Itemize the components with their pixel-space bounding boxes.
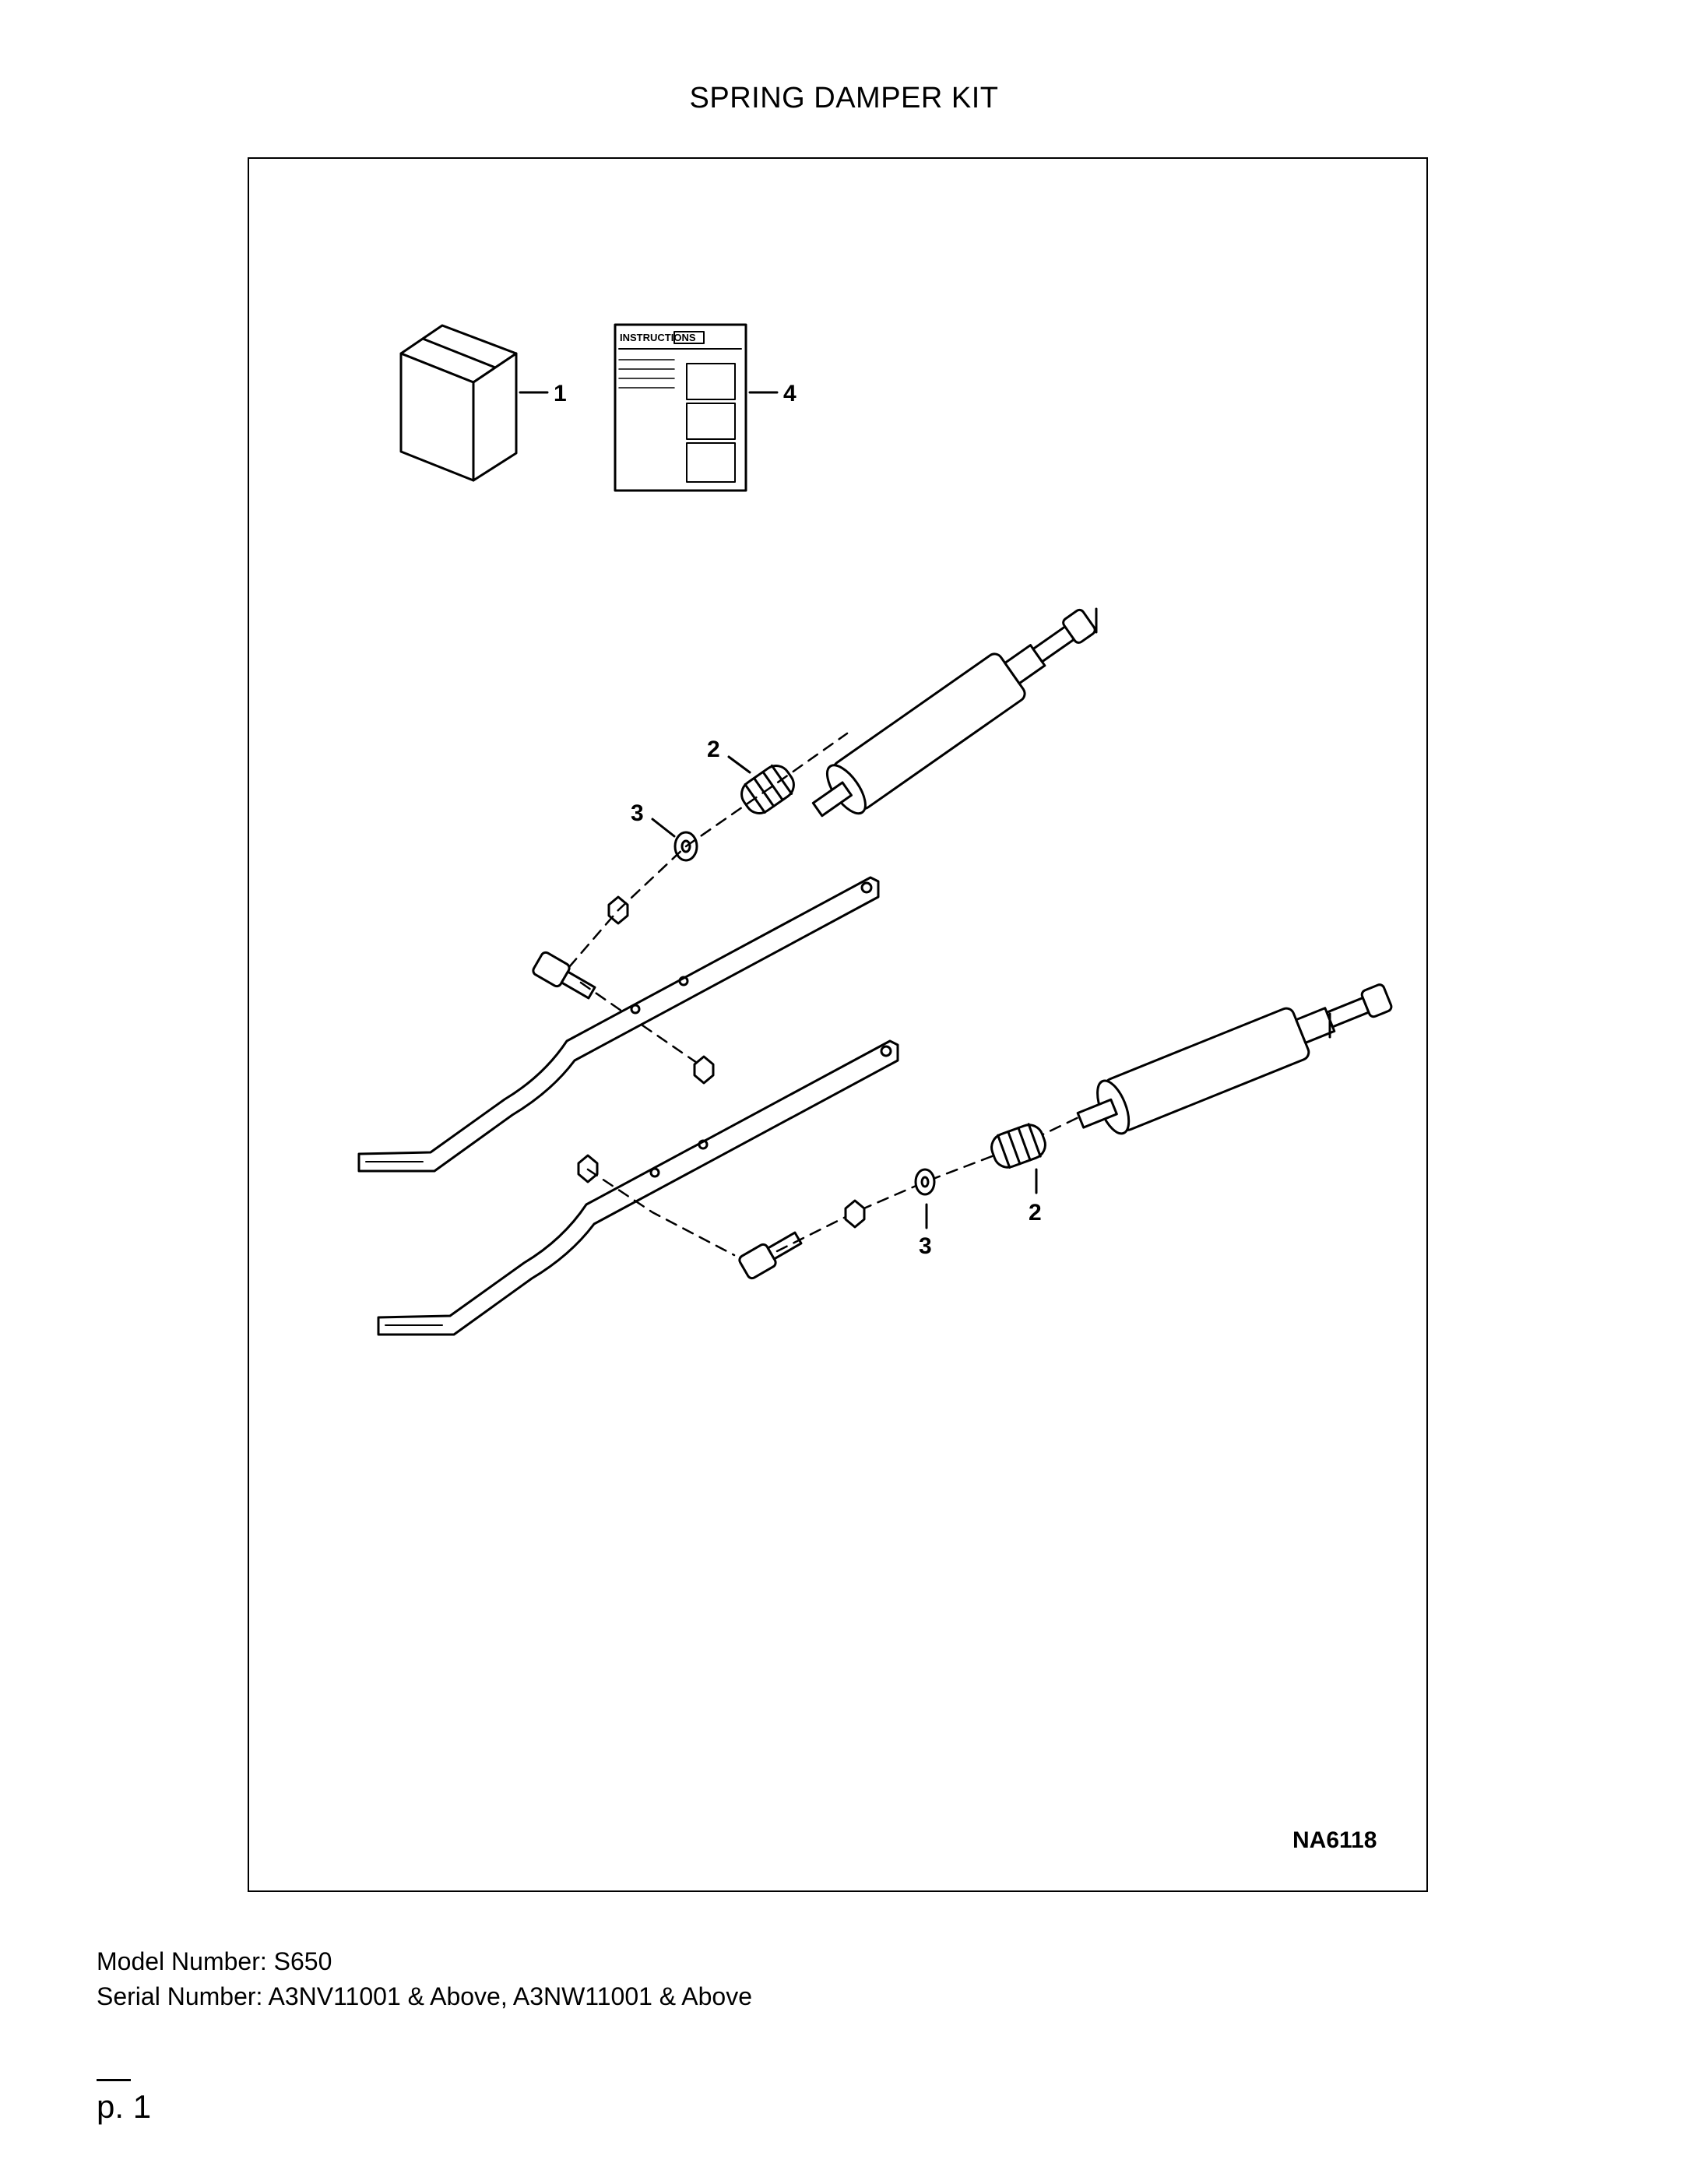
callout-2-lower: 2 [1029,1200,1042,1226]
callout-3-upper: 3 [631,800,644,826]
figure-id: NA6118 [1292,1827,1377,1853]
figure-frame [248,157,1428,1892]
upper-rod-end-icon [532,951,596,1000]
instructions-sheet-text: INSTRUCTIONS [620,332,696,343]
upper-damper-cylinder-icon [811,608,1096,818]
callout-1: 1 [554,381,567,406]
upper-link-bar-icon [357,876,880,1173]
upper-lower-nut-icon [693,1055,715,1085]
instructions-sheet-icon [614,323,747,492]
lower-link-bar-icon [377,1039,899,1336]
box-part-icon [399,324,518,482]
serial-number: Serial Number: A3NV11001 & Above, A3NW11… [97,1982,752,2010]
model-number: Model Number: S650 [97,1947,332,1975]
callout-2-upper: 2 [707,737,720,762]
lower-damper-cylinder-icon [1076,983,1393,1135]
callout-3-lower: 3 [919,1233,932,1259]
lower-washer-icon [914,1168,936,1196]
callout-4: 4 [783,381,797,406]
page-number-rule [97,2079,131,2081]
lower-rod-end-icon [738,1231,803,1280]
lower-spring-icon [990,1123,1046,1169]
upper-assembly-axis [568,732,849,969]
page-number: p. 1 [97,2088,152,2125]
exploded-parts-drawing: INSTRUCTIONS 1 4 2 3 2 3 [357,323,1393,1336]
page-title: SPRING DAMPER KIT [689,82,999,114]
lower-assembly-axis [775,1102,1110,1253]
lower-nut-icon [844,1199,866,1229]
